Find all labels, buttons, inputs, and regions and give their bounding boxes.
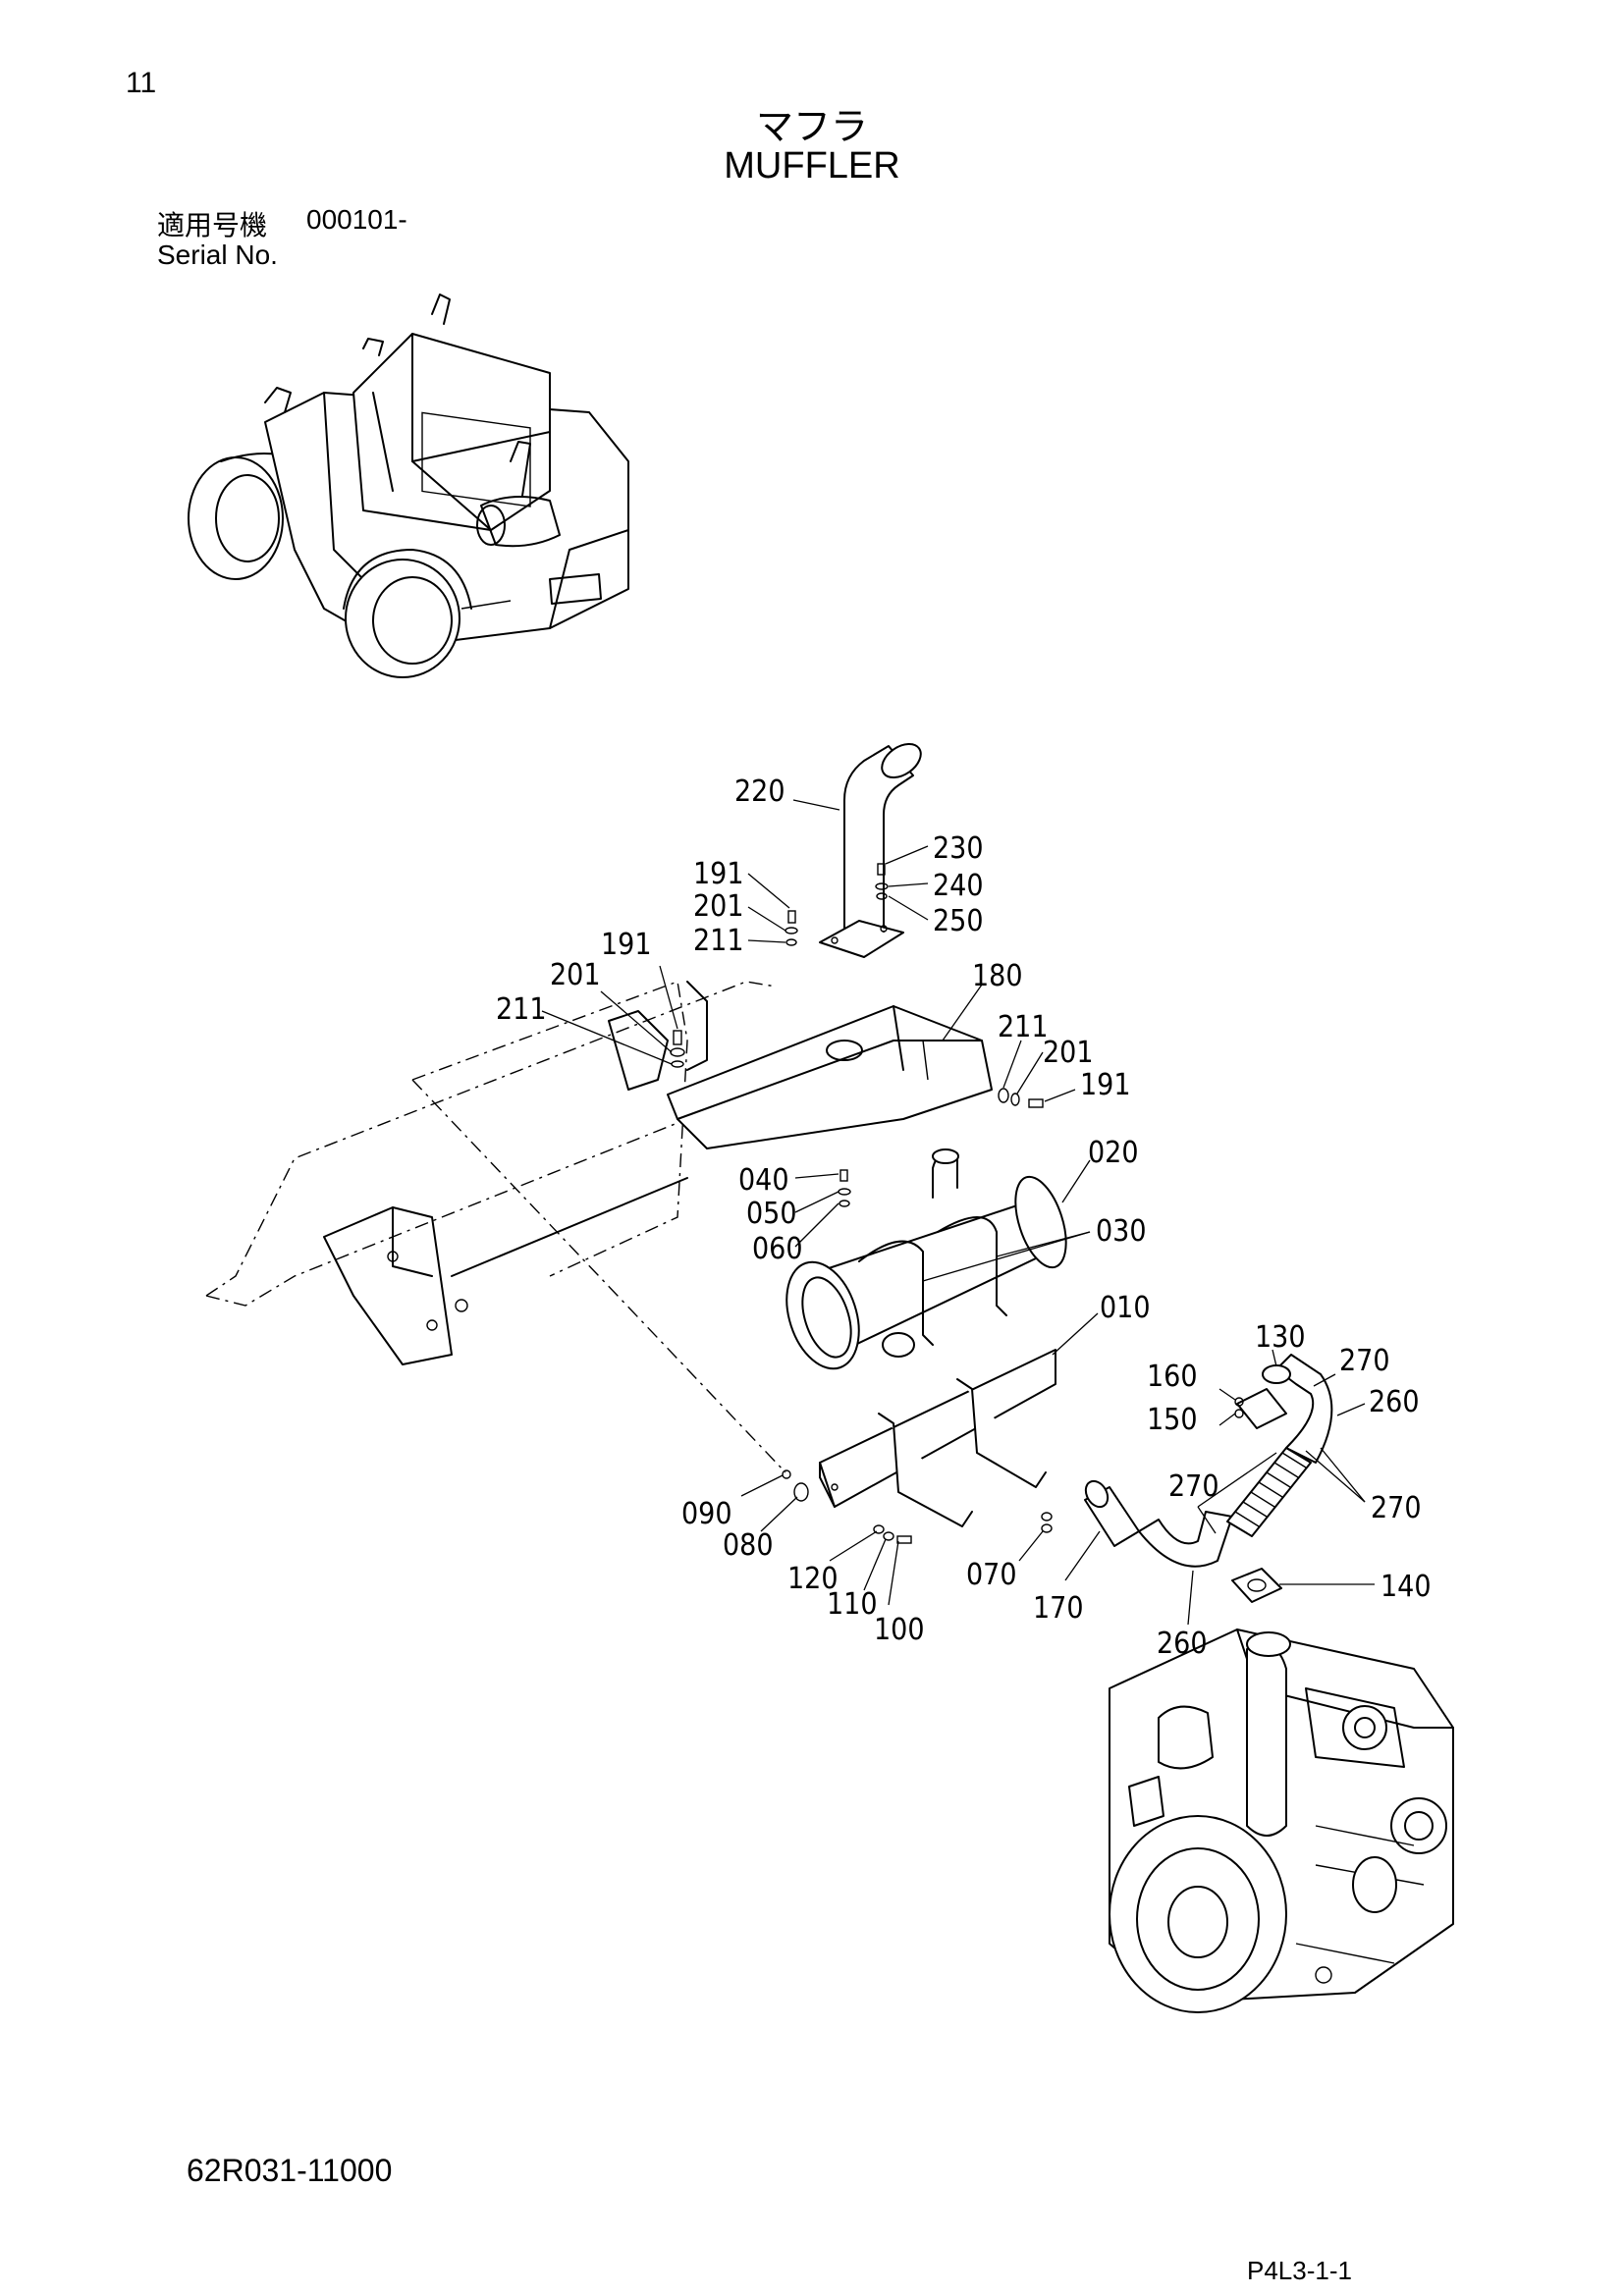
callout-201-left: 201 bbox=[550, 958, 601, 992]
engine-drawing bbox=[1109, 1629, 1454, 2013]
callout-110: 110 bbox=[827, 1587, 878, 1622]
callout-191-upper: 191 bbox=[693, 857, 744, 891]
lower-bracket-part bbox=[819, 1349, 1056, 1527]
title-japanese: マフラ bbox=[755, 105, 868, 148]
callout-090: 090 bbox=[681, 1497, 732, 1531]
callout-270-middle: 270 bbox=[1168, 1469, 1219, 1504]
callout-191-right: 191 bbox=[1080, 1068, 1131, 1102]
callout-201-upper: 201 bbox=[693, 889, 744, 924]
callout-030: 030 bbox=[1096, 1214, 1147, 1249]
callout-140: 140 bbox=[1380, 1570, 1432, 1604]
machine-overview-drawing bbox=[188, 294, 629, 678]
serial-label: Serial No. bbox=[157, 240, 278, 270]
callout-230: 230 bbox=[933, 831, 984, 866]
fasteners bbox=[670, 863, 1244, 1544]
callout-040: 040 bbox=[738, 1163, 789, 1198]
callout-250: 250 bbox=[933, 904, 984, 938]
callout-270-right: 270 bbox=[1371, 1491, 1422, 1525]
callout-260-upper: 260 bbox=[1369, 1385, 1420, 1419]
callout-100: 100 bbox=[874, 1613, 925, 1647]
callout-170: 170 bbox=[1033, 1591, 1084, 1626]
leader-lines bbox=[411, 799, 1375, 1626]
callout-211-right: 211 bbox=[998, 1010, 1049, 1044]
callout-260-lower: 260 bbox=[1157, 1627, 1208, 1661]
callout-201-right: 201 bbox=[1043, 1036, 1094, 1070]
page-reference: P4L3-1-1 bbox=[1247, 2256, 1352, 2285]
callout-240: 240 bbox=[933, 869, 984, 903]
muffler-bracket-part bbox=[667, 1005, 993, 1149]
muffler-part bbox=[785, 1148, 1067, 1370]
callout-270-top: 270 bbox=[1339, 1344, 1390, 1378]
callout-050: 050 bbox=[746, 1197, 797, 1231]
callout-020: 020 bbox=[1088, 1136, 1139, 1170]
vehicle-frame-drawing bbox=[205, 981, 777, 1365]
callout-010: 010 bbox=[1100, 1291, 1151, 1325]
page-number: 11 bbox=[126, 67, 157, 99]
callout-211-left: 211 bbox=[496, 992, 547, 1027]
callout-130: 130 bbox=[1255, 1320, 1306, 1355]
exhaust-pipe-assembly bbox=[1084, 1354, 1333, 1603]
callout-191-left: 191 bbox=[601, 928, 652, 962]
callout-080: 080 bbox=[723, 1528, 774, 1563]
document-code: 62R031-11000 bbox=[187, 2153, 393, 2188]
callout-060: 060 bbox=[752, 1232, 803, 1266]
callout-numbers: 220 230 240 250 191 201 211 191 201 211 … bbox=[496, 774, 1432, 1661]
exhaust-stack-part bbox=[819, 742, 922, 958]
callout-150: 150 bbox=[1147, 1403, 1198, 1437]
callout-120: 120 bbox=[787, 1562, 839, 1596]
callout-160: 160 bbox=[1147, 1360, 1198, 1394]
flex-bellows bbox=[1226, 1447, 1312, 1537]
page-title: MUFFLER bbox=[724, 145, 900, 187]
callout-180: 180 bbox=[972, 959, 1023, 993]
serial-label-japanese: 適用号機 bbox=[157, 209, 268, 241]
callout-070: 070 bbox=[966, 1558, 1017, 1592]
callout-211-upper: 211 bbox=[693, 924, 744, 958]
callout-220: 220 bbox=[734, 774, 785, 809]
serial-value: 000101- bbox=[306, 204, 407, 235]
